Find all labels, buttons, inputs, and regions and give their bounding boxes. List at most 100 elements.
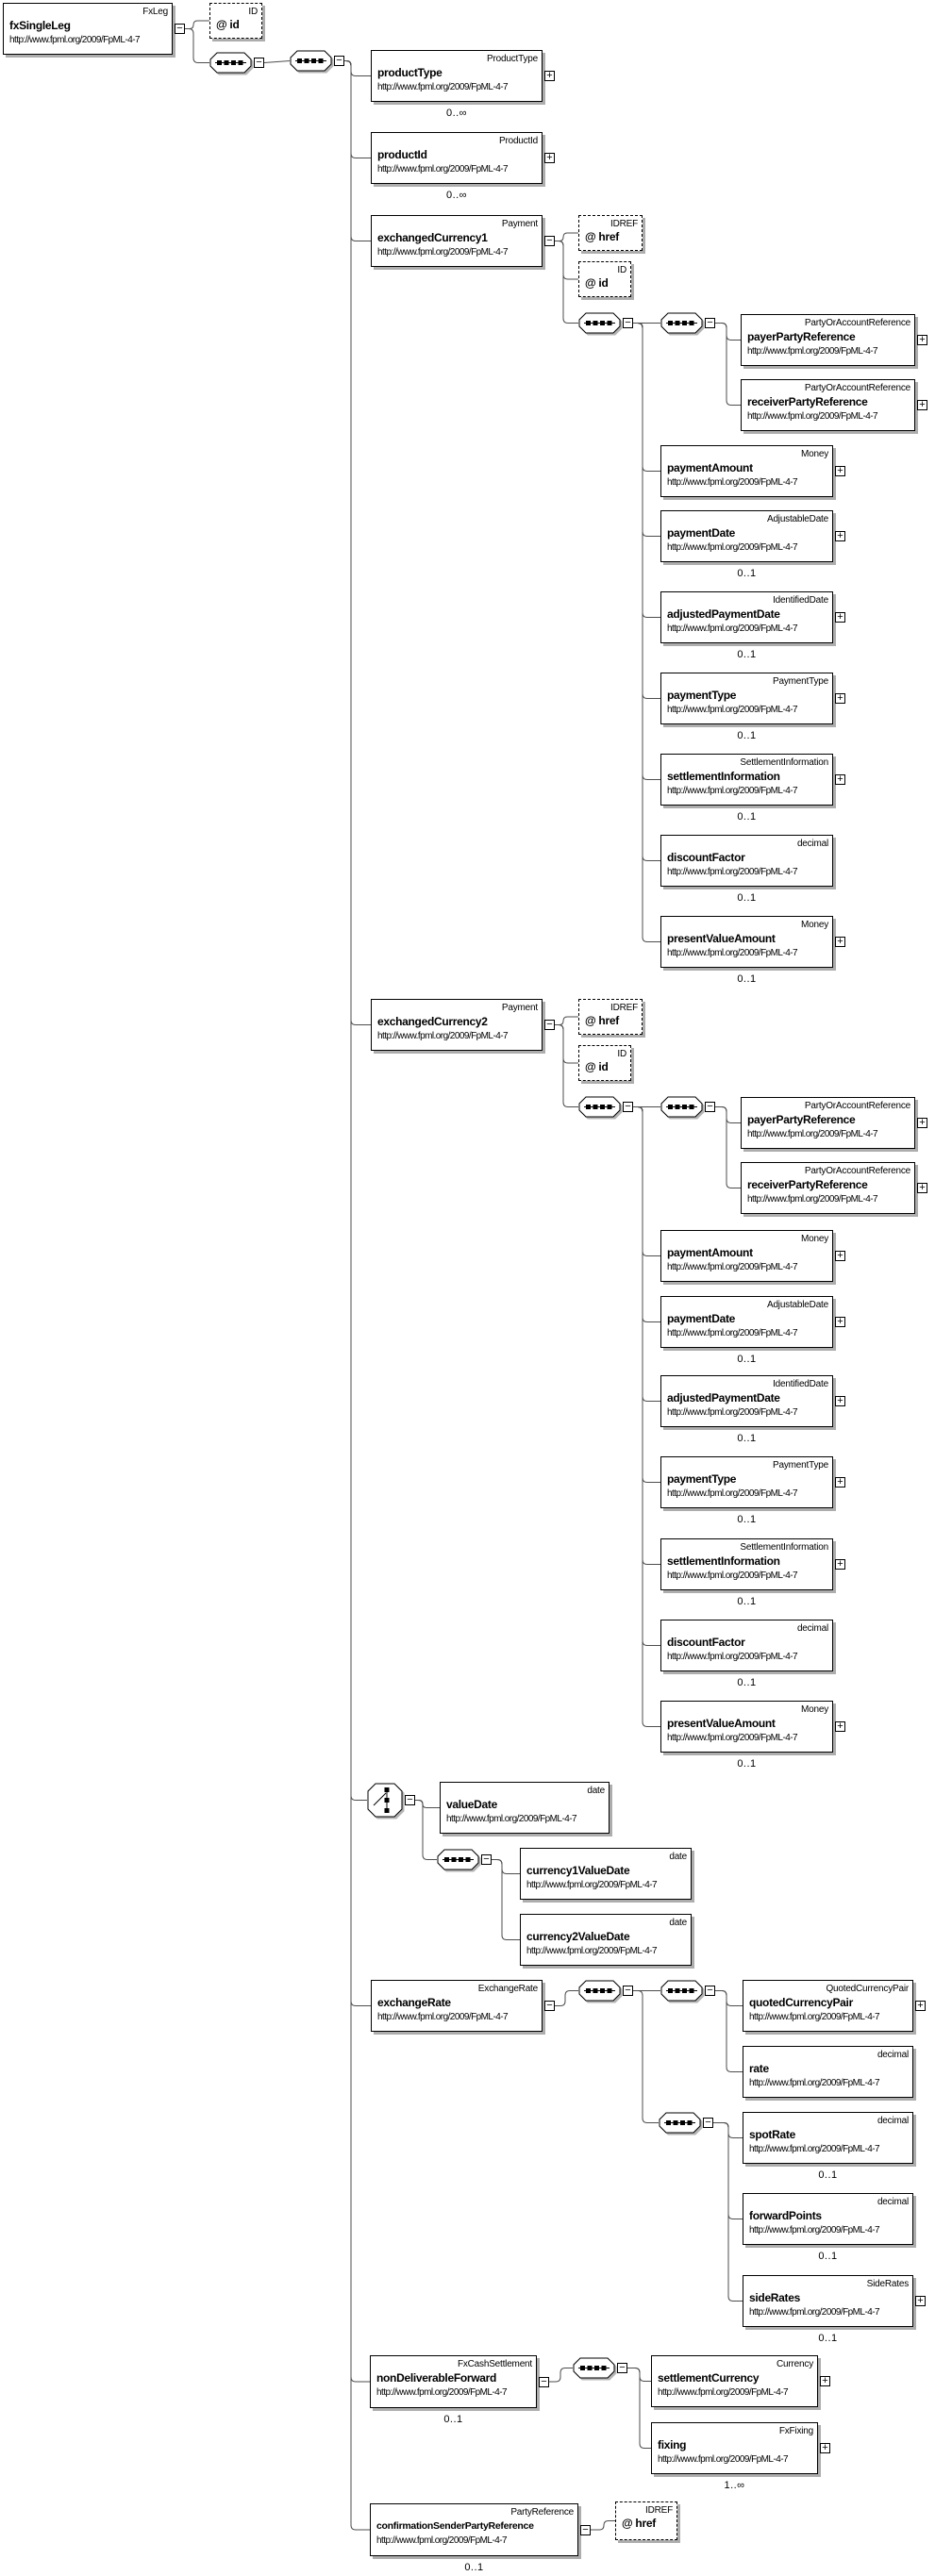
expander-plus-button[interactable]: + [835,466,845,476]
sequence-compositor-icon[interactable] [660,1980,703,2002]
sequence-compositor-icon[interactable] [578,1980,621,2002]
sequence-compositor-icon[interactable] [660,312,703,334]
attribute-box-attr-href-3[interactable]: IDREF@ href [615,2501,677,2540]
expander-minus-button[interactable]: − [705,318,715,328]
type-annotation-label: date [669,1852,687,1862]
expander-plus-button[interactable]: + [835,1251,845,1261]
expander-minus-button[interactable]: − [481,1854,492,1865]
expander-plus-button[interactable]: + [544,153,555,163]
expander-minus-button[interactable]: − [544,2001,555,2011]
expander-plus-button[interactable]: + [820,2443,830,2453]
attribute-box-attr-href-1[interactable]: IDREF@ href [578,215,643,251]
expander-plus-button[interactable]: + [835,1396,845,1406]
expander-plus-button[interactable]: + [835,1477,845,1487]
expander-plus-button[interactable]: + [835,1317,845,1327]
sequence-compositor-icon[interactable] [573,2357,615,2379]
attribute-box-attr-id-1[interactable]: ID@ id [578,261,631,297]
expander-minus-button[interactable]: − [623,1102,633,1112]
expander-plus-button[interactable]: + [917,1118,927,1128]
expander-minus-button[interactable]: − [175,24,185,34]
expander-minus-button[interactable]: − [623,1986,633,1996]
attribute-box-attr-href-2[interactable]: IDREF@ href [578,999,643,1035]
expander-plus-button[interactable]: + [917,335,927,345]
type-annotation-label: AdjustableDate [766,514,828,524]
expander-plus-button[interactable]: + [917,400,927,410]
expander-minus-button[interactable]: − [334,56,344,66]
expander-plus-button[interactable]: + [835,774,845,785]
expander-plus-button[interactable]: + [835,531,845,541]
expander-minus-button[interactable]: − [580,2524,591,2535]
attribute-box-attr-id-2[interactable]: ID@ id [578,1045,631,1081]
sequence-compositor-icon[interactable] [578,1096,621,1118]
expander-plus-button[interactable]: + [835,693,845,704]
element-name: productId [377,148,427,161]
type-annotation-label: ID [617,265,626,275]
expander-plus-button[interactable]: + [544,71,555,81]
expander-plus-button[interactable]: + [915,2296,926,2306]
expander-plus-button[interactable]: + [915,2001,926,2011]
sequence-compositor-icon[interactable] [660,1096,703,1118]
expander-minus-button[interactable]: − [617,2363,627,2373]
attribute-box-attr-id-root[interactable]: ID@ id [209,3,262,39]
expander-minus-button[interactable]: − [254,58,264,68]
expander-minus-button[interactable]: − [544,1020,555,1030]
sequence-compositor-icon[interactable] [290,50,332,72]
expander-minus-button[interactable]: − [705,1986,715,1996]
namespace-url: http://www.fpml.org/2009/FpML-4-7 [749,2078,880,2088]
expander-minus-button[interactable]: − [623,318,633,328]
expander-minus-button[interactable]: − [703,2118,713,2128]
expander-plus-button[interactable]: + [820,2376,830,2386]
expander-plus-button[interactable]: + [835,1721,845,1732]
sequence-compositor-icon[interactable] [659,2112,701,2134]
sequence-compositor-icon[interactable] [209,52,252,74]
expander-minus-button[interactable]: − [539,2376,549,2387]
connector-line [415,1800,440,1808]
expander-minus-button[interactable]: − [544,236,555,246]
expander-plus-button[interactable]: + [835,612,845,623]
expander-minus-button[interactable]: − [405,1795,415,1805]
expander-plus-button[interactable]: + [917,1183,927,1193]
sequence-compositor-icon[interactable] [578,312,621,334]
expander-plus-button[interactable]: + [835,1559,845,1570]
expander-plus-button[interactable]: + [835,937,845,947]
expander-minus-button[interactable]: − [705,1102,715,1112]
choice-compositor-icon[interactable] [367,1783,403,1818]
sequence-compositor-icon[interactable] [437,1849,479,1870]
